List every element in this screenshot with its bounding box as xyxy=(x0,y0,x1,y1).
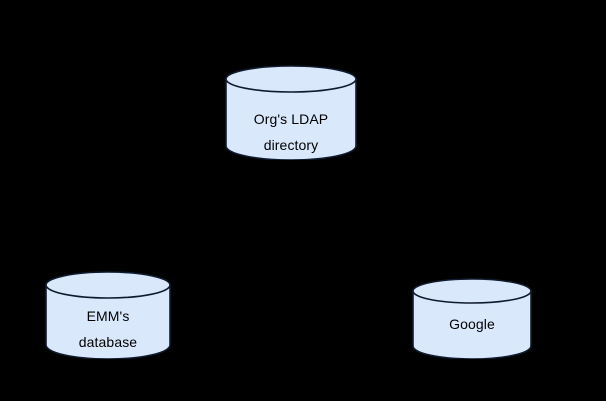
database-node-google[interactable]: Google xyxy=(412,278,532,359)
database-node-ldap[interactable]: Org's LDAP directory xyxy=(225,65,357,160)
cylinder-icon xyxy=(45,271,171,359)
cylinder-icon xyxy=(412,278,532,359)
database-node-emm[interactable]: EMM's database xyxy=(45,271,171,359)
cylinder-icon xyxy=(225,65,357,160)
